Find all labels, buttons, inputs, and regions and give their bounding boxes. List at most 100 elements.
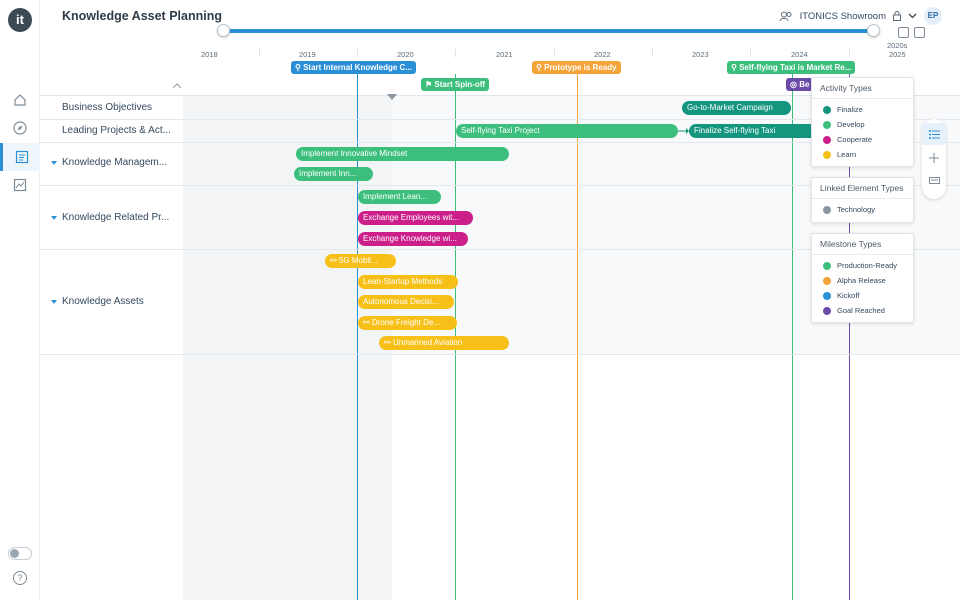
legend-toggle-button[interactable] bbox=[922, 123, 946, 145]
year-label: 2018 bbox=[201, 50, 218, 59]
explore-button[interactable] bbox=[0, 114, 40, 142]
row-label-business[interactable]: Business Objectives bbox=[62, 102, 153, 113]
dot-icon bbox=[823, 150, 831, 159]
dot-icon bbox=[823, 105, 831, 114]
year-tick bbox=[750, 49, 751, 57]
view-tools bbox=[922, 119, 946, 199]
milestone-spinoff[interactable]: ⚑ Start Spin-off bbox=[421, 78, 490, 91]
legend-item[interactable]: Cooperate bbox=[812, 132, 913, 147]
legend-title: Activity Types bbox=[812, 78, 913, 99]
row-divider bbox=[40, 249, 960, 250]
activity-bar[interactable]: Implement Lean... bbox=[358, 190, 441, 204]
legend-item[interactable]: Learn bbox=[812, 147, 913, 162]
rocket-icon: ⚲ bbox=[295, 63, 304, 72]
roadmap-icon bbox=[15, 150, 28, 164]
row-label-leading[interactable]: Leading Projects & Act... bbox=[62, 125, 171, 136]
milestone-line bbox=[792, 74, 793, 600]
milestone-line bbox=[577, 74, 578, 600]
list-icon bbox=[928, 129, 940, 139]
activity-bar[interactable]: Go-to-Market Campaign bbox=[682, 101, 791, 115]
keyboard-button[interactable] bbox=[922, 169, 946, 191]
legend-item[interactable]: Kickoff bbox=[812, 288, 913, 303]
year-label: 2019 bbox=[299, 50, 316, 59]
milestone-production-ready[interactable]: ⚲ Self-flying Taxi is Market Re... bbox=[727, 61, 856, 74]
rocket-icon bbox=[823, 261, 831, 270]
bar-label: Drone Freight De... bbox=[371, 318, 440, 327]
activity-bar[interactable]: ⚯ Unmanned Aviation bbox=[379, 336, 509, 350]
row-label-related[interactable]: Knowledge Related Pr... bbox=[62, 212, 170, 223]
home-button[interactable] bbox=[0, 86, 40, 114]
milestone-goal[interactable]: ◎ Be bbox=[786, 78, 814, 91]
header-divider bbox=[40, 95, 960, 96]
activity-bar[interactable]: ⚯ Drone Freight De... bbox=[358, 316, 457, 330]
decade-label: 2020s bbox=[887, 41, 908, 50]
milestone-label: Start Internal Knowledge C... bbox=[303, 63, 412, 72]
legend-item[interactable]: Technology bbox=[812, 202, 913, 217]
row-divider bbox=[40, 119, 960, 120]
activity-bar[interactable]: Exchange Employees wit... bbox=[358, 211, 473, 225]
mode-toggle[interactable] bbox=[8, 547, 32, 560]
year-tick bbox=[849, 49, 850, 57]
app-logo[interactable]: it bbox=[8, 8, 32, 32]
row-divider bbox=[40, 354, 960, 355]
caret-down-icon[interactable] bbox=[51, 161, 57, 165]
activity-bar[interactable]: Exchange Knowledge wi... bbox=[358, 232, 468, 246]
activity-bar[interactable]: Autonomous Decisi... bbox=[358, 295, 454, 309]
time-range-slider[interactable] bbox=[224, 29, 874, 33]
range-start-handle[interactable] bbox=[217, 24, 230, 37]
year-tick bbox=[455, 49, 456, 57]
legend-milestone-types: Milestone Types Production-Ready Alpha R… bbox=[811, 233, 914, 323]
lock-icon bbox=[893, 11, 901, 21]
bar-label: Unmanned Aviation bbox=[392, 338, 463, 347]
home-icon bbox=[14, 94, 26, 106]
row-label-assets[interactable]: Knowledge Assets bbox=[62, 296, 144, 307]
milestone-alpha[interactable]: ⚲ Prototype is Ready bbox=[532, 61, 621, 74]
activity-bar[interactable]: Finalize Self-flying Taxi bbox=[689, 124, 812, 138]
legend-title: Milestone Types bbox=[812, 234, 913, 255]
move-button[interactable] bbox=[922, 147, 946, 169]
legend-label: Technology bbox=[837, 205, 875, 214]
avatar[interactable]: EP bbox=[924, 7, 942, 25]
link-arrow-icon bbox=[678, 128, 689, 134]
expand-icon[interactable] bbox=[914, 27, 925, 38]
flag-icon: ⚑ bbox=[425, 80, 435, 89]
caret-down-icon[interactable] bbox=[51, 300, 57, 304]
activity-bar[interactable]: Lean-Startup Methods bbox=[358, 275, 458, 289]
milestone-label: Start Spin-off bbox=[434, 80, 486, 89]
chevron-up-icon[interactable] bbox=[172, 82, 182, 89]
activity-bar[interactable]: Self-flying Taxi Project bbox=[456, 124, 678, 138]
legend-label: Finalize bbox=[837, 105, 863, 114]
workspace-name[interactable]: ITONICS Showroom bbox=[799, 10, 886, 22]
year-label: 2025 bbox=[889, 50, 906, 59]
help-icon[interactable]: ? bbox=[13, 571, 27, 585]
legend-label: Kickoff bbox=[837, 291, 860, 300]
rocket-icon: ⚲ bbox=[536, 63, 545, 72]
range-end-handle[interactable] bbox=[867, 24, 880, 37]
row-divider bbox=[40, 142, 960, 143]
legend-item[interactable]: Finalize bbox=[812, 102, 913, 117]
legend-item[interactable]: Goal Reached bbox=[812, 303, 913, 318]
legend-item[interactable]: Production-Ready bbox=[812, 258, 913, 273]
activity-bar[interactable]: Implement Innovative Mindset bbox=[296, 147, 509, 161]
technology-icon: ⚯ bbox=[330, 256, 339, 265]
dot-icon bbox=[823, 120, 831, 129]
fit-icon[interactable] bbox=[898, 27, 909, 38]
legend-item[interactable]: Develop bbox=[812, 117, 913, 132]
activity-bar[interactable]: ⚯ 5G Mobil... bbox=[325, 254, 396, 268]
caret-down-icon[interactable] bbox=[51, 216, 57, 220]
milestone-kickoff[interactable]: ⚲ Start Internal Knowledge C... bbox=[291, 61, 416, 74]
rocket-icon bbox=[823, 291, 831, 300]
roadmap-button[interactable] bbox=[0, 143, 40, 171]
analytics-button[interactable] bbox=[0, 171, 40, 199]
rocket-icon: ⚲ bbox=[731, 63, 740, 72]
row-label-management[interactable]: Knowledge Managem... bbox=[62, 157, 168, 168]
bar-label: 5G Mobil... bbox=[338, 256, 378, 265]
chevron-down-icon[interactable] bbox=[908, 13, 917, 19]
move-icon bbox=[929, 153, 939, 163]
legend-label: Learn bbox=[837, 150, 857, 159]
activity-bar[interactable]: Implement Inn... bbox=[294, 167, 373, 181]
year-label: 2021 bbox=[496, 50, 513, 59]
technology-icon: ⚯ bbox=[384, 338, 393, 347]
technology-icon: ⚯ bbox=[363, 318, 372, 327]
legend-item[interactable]: Alpha Release bbox=[812, 273, 913, 288]
